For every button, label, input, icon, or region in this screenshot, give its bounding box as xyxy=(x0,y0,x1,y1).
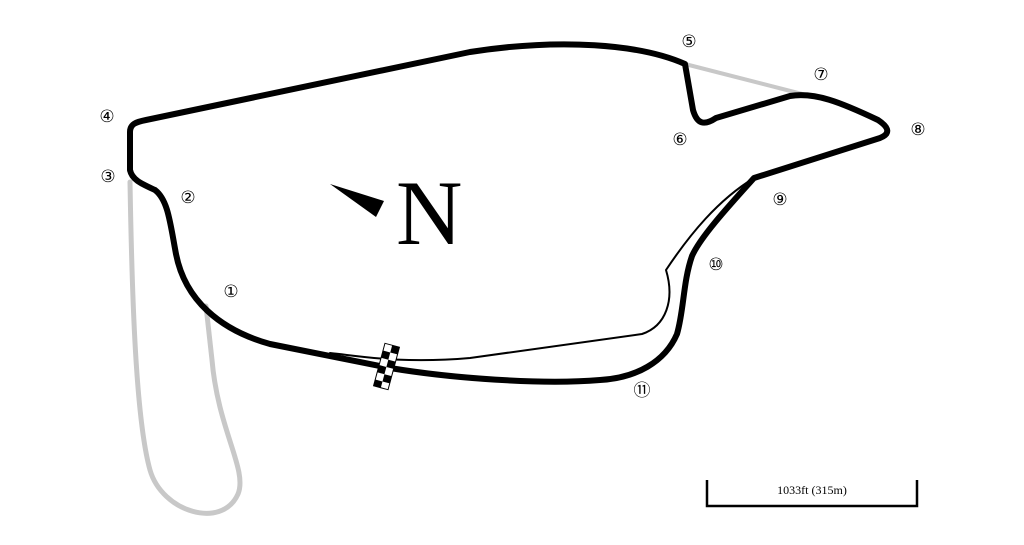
corner-label-6: ⑥ xyxy=(672,130,687,150)
unused-track-segments xyxy=(127,62,812,516)
corner-label-11: ⑪ xyxy=(634,381,651,401)
main-track xyxy=(127,41,891,385)
corner-label-5: ⑤ xyxy=(681,32,696,52)
corner-label-1: ① xyxy=(223,282,238,302)
checkered-flag-icon xyxy=(372,342,401,391)
unused-track-link-7 xyxy=(683,62,812,98)
scale-bar-label: 1033ft (315m) xyxy=(777,483,847,497)
corner-labels: ① ② ③ ④ ⑤ ⑥ ⑦ ⑧ ⑨ ⑩ ⑪ xyxy=(99,32,925,401)
corner-label-10: ⑩ xyxy=(708,255,723,275)
corner-label-7: ⑦ xyxy=(813,65,828,85)
unused-track-loop xyxy=(127,179,243,516)
corner-label-3: ③ xyxy=(100,167,115,187)
north-arrow: N xyxy=(330,162,462,264)
corner-label-4: ④ xyxy=(99,107,114,127)
scale-bar: 1033ft (315m) xyxy=(705,480,919,508)
scale-bar-line xyxy=(705,480,919,508)
north-arrow-icon xyxy=(330,184,384,217)
corner-label-9: ⑨ xyxy=(772,190,787,210)
north-letter: N xyxy=(396,162,462,264)
corner-label-8: ⑧ xyxy=(910,120,925,140)
corner-label-2: ② xyxy=(180,188,195,208)
